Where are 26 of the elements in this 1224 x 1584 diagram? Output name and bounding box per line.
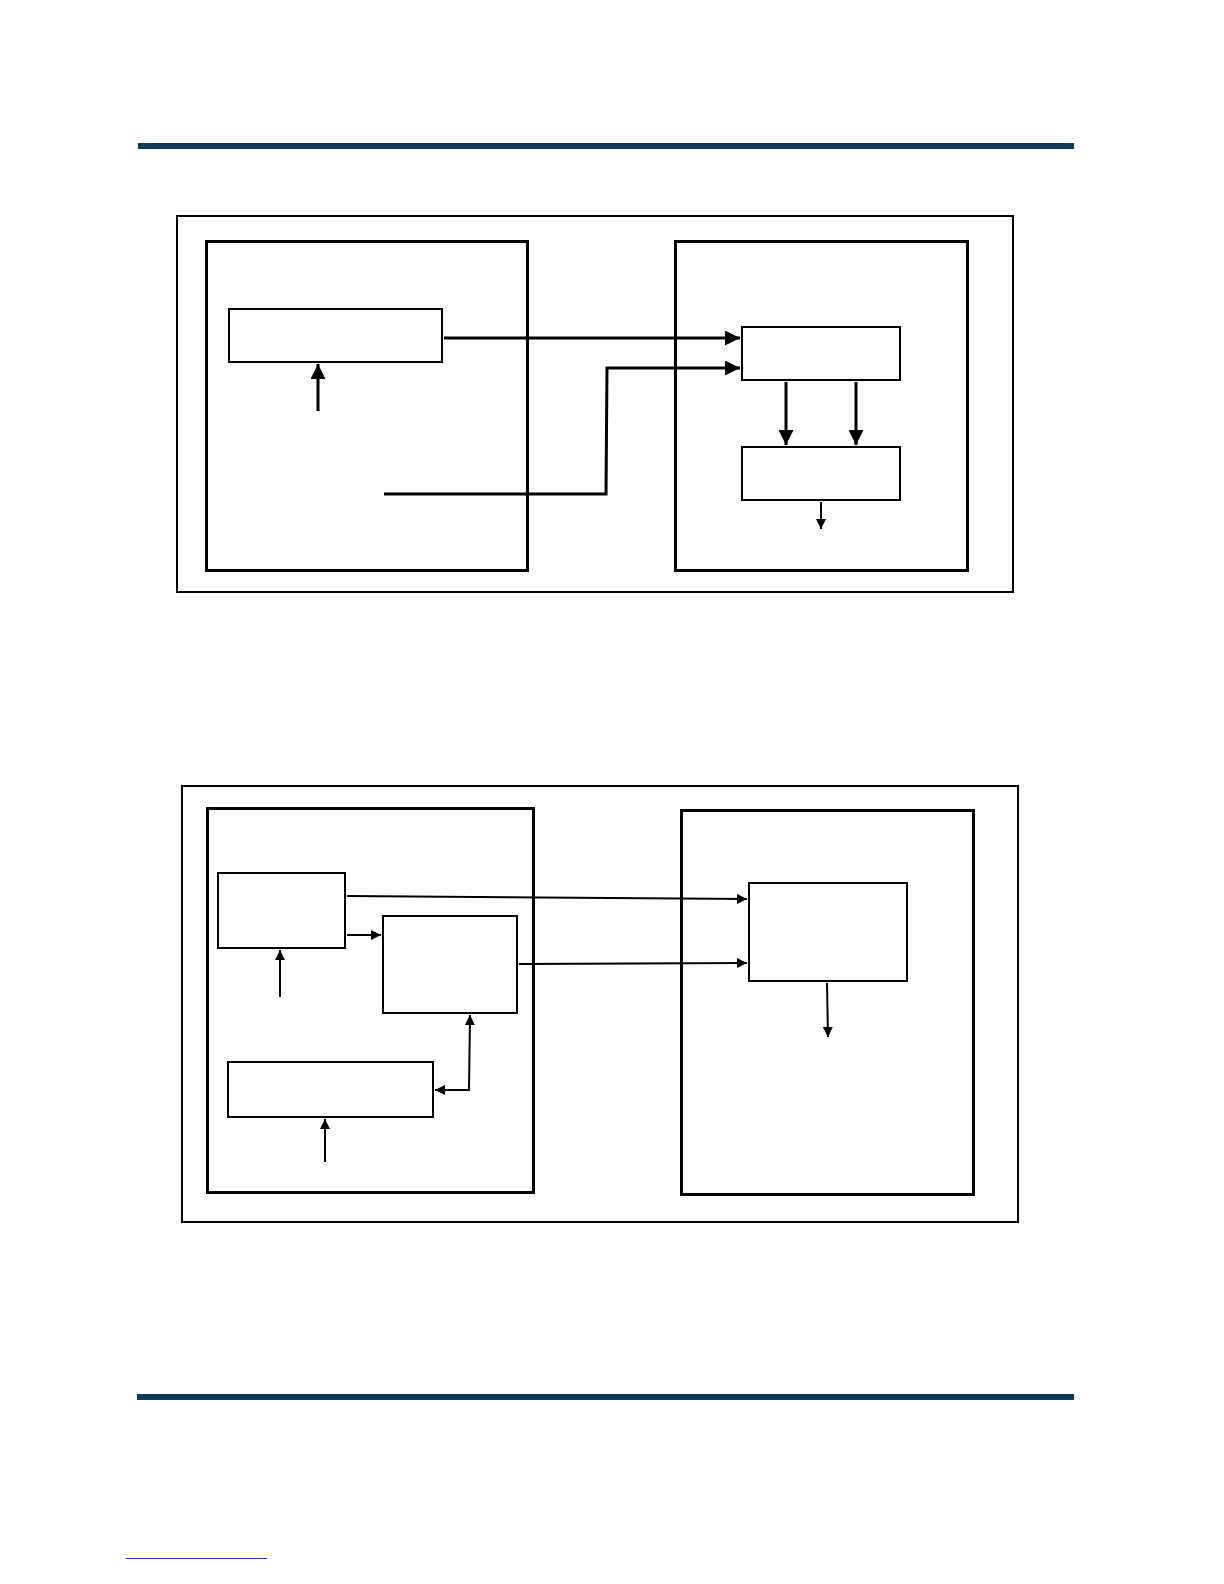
outer-frame bbox=[181, 785, 1019, 1223]
process-box bbox=[741, 326, 901, 381]
arrow bbox=[444, 330, 740, 346]
arrow bbox=[275, 949, 285, 998]
block-panel bbox=[680, 809, 975, 1196]
arrow bbox=[346, 930, 382, 940]
process-box bbox=[382, 915, 518, 1014]
block-panel bbox=[674, 240, 969, 572]
process-box bbox=[748, 882, 908, 982]
arrow bbox=[822, 982, 833, 1038]
arrow bbox=[778, 382, 794, 445]
arrow bbox=[346, 893, 748, 904]
arrow bbox=[518, 958, 748, 969]
arrow bbox=[816, 501, 826, 530]
process-box bbox=[217, 872, 346, 949]
process-box bbox=[227, 1061, 434, 1118]
arrow bbox=[310, 364, 326, 411]
arrow bbox=[320, 1118, 330, 1163]
arrow bbox=[848, 382, 864, 445]
arrow bbox=[434, 1014, 475, 1095]
block-panel bbox=[205, 240, 529, 572]
block-panel bbox=[206, 807, 535, 1194]
process-box bbox=[741, 446, 901, 501]
outer-frame bbox=[176, 215, 1014, 593]
arrow bbox=[384, 360, 740, 496]
process-box bbox=[228, 308, 443, 363]
